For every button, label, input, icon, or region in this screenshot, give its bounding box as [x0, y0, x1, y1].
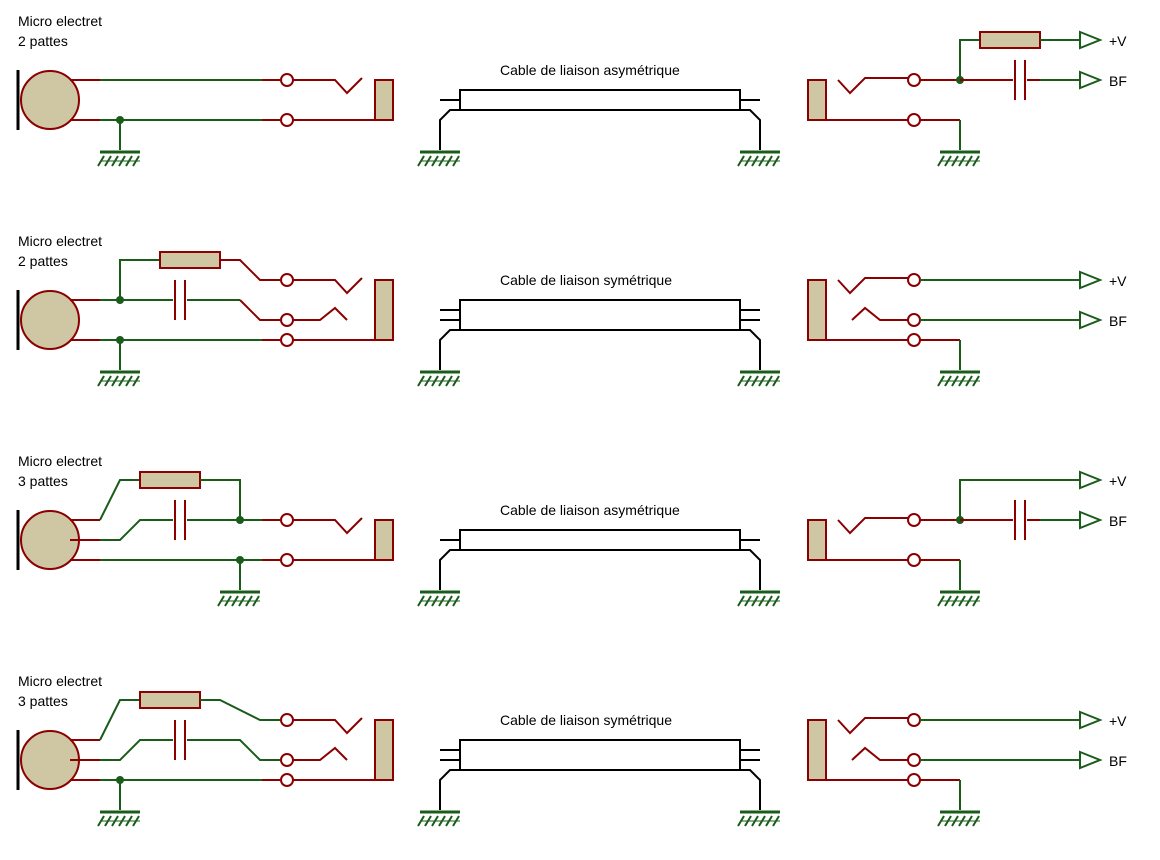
output-vplus-label: +V — [1109, 33, 1127, 49]
output-arrow — [1079, 750, 1103, 770]
output-arrow — [1079, 270, 1103, 290]
output-arrow — [1079, 30, 1103, 50]
resistor — [139, 471, 201, 489]
ground-symbol — [96, 150, 142, 168]
capacitor — [1014, 500, 1026, 540]
output-arrow — [1079, 310, 1103, 330]
microphone — [16, 290, 80, 350]
cable: Cable de liaison asymétrique — [416, 62, 782, 168]
capacitor — [1014, 60, 1026, 100]
mic-label-pins: 2 pattes — [18, 33, 68, 49]
cable: Cable de liaison asymétrique — [416, 502, 782, 608]
capacitor — [174, 720, 186, 760]
jack-socket: +V BF — [807, 710, 1127, 828]
output-bf-label: BF — [1109, 513, 1127, 529]
cable-label: Cable de liaison symétrique — [500, 712, 672, 728]
resistor — [979, 31, 1041, 49]
mic-label-title: Micro electret — [18, 13, 102, 29]
output-arrow — [1079, 710, 1103, 730]
mic-label-pins: 3 pattes — [18, 473, 68, 489]
mic-label-title: Micro electret — [18, 453, 102, 469]
mic-label-pins: 3 pattes — [18, 693, 68, 709]
capacitor — [174, 500, 186, 540]
cable-label: Cable de liaison symétrique — [500, 272, 672, 288]
row-2: Micro electret 2 pattes — [16, 233, 1127, 388]
cable-label: Cable de liaison asymétrique — [500, 502, 680, 518]
resistor — [139, 691, 201, 709]
output-vplus-label: +V — [1109, 473, 1127, 489]
cable-label: Cable de liaison asymétrique — [500, 62, 680, 78]
cable: Cable de liaison symétrique — [416, 272, 782, 388]
jack-plug — [280, 273, 394, 347]
output-vplus-label: +V — [1109, 273, 1127, 289]
jack-socket: +V BF — [807, 30, 1127, 168]
output-vplus-label: +V — [1109, 713, 1127, 729]
output-arrow — [1079, 70, 1103, 90]
row-1: Micro electret 2 pattes Cable de liaison… — [16, 13, 1127, 168]
microphone — [16, 510, 80, 570]
mic-label-title: Micro electret — [18, 233, 102, 249]
resistor — [159, 251, 221, 269]
jack-socket: +V BF — [807, 470, 1127, 608]
cable: Cable de liaison symétrique — [416, 712, 782, 828]
mic-label-title: Micro electret — [18, 673, 102, 689]
output-bf-label: BF — [1109, 73, 1127, 89]
jack-plug — [280, 513, 394, 567]
output-arrow — [1079, 510, 1103, 530]
jack-plug — [280, 713, 394, 787]
output-bf-label: BF — [1109, 753, 1127, 769]
microphone — [16, 70, 80, 130]
jack-socket: +V BF — [807, 270, 1127, 388]
row-4: Micro electret 3 pattes — [16, 673, 1127, 828]
row-3: Micro electret 3 pattes — [16, 453, 1127, 608]
capacitor — [174, 280, 186, 320]
microphone — [16, 730, 80, 790]
output-arrow — [1079, 470, 1103, 490]
mic-label-pins: 2 pattes — [18, 253, 68, 269]
jack-plug — [280, 73, 394, 127]
output-bf-label: BF — [1109, 313, 1127, 329]
